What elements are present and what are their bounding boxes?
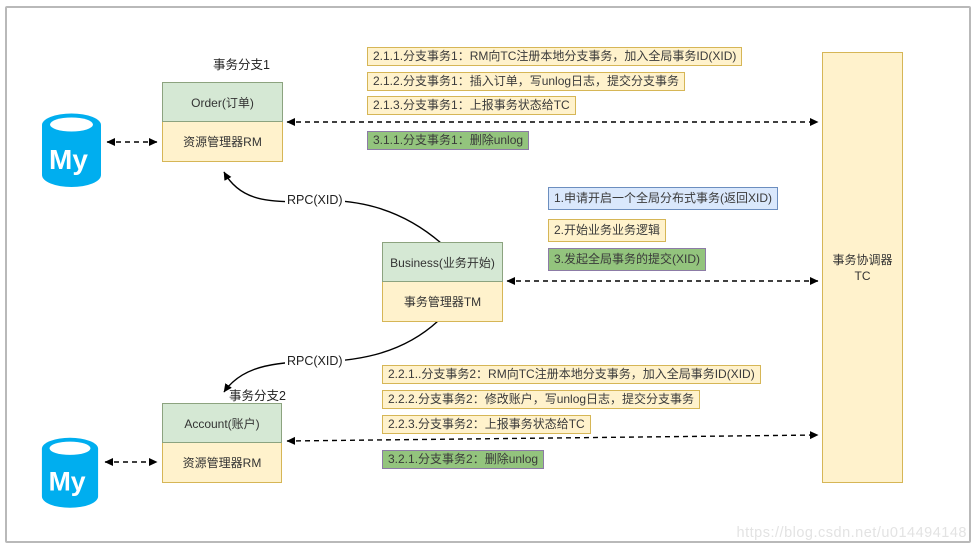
order-node-title: Order(订单) bbox=[162, 82, 283, 122]
note-global-step1: 1.申请开启一个全局分布式事务(返回XID) bbox=[548, 187, 779, 210]
mysql-database-icon: My bbox=[42, 113, 101, 187]
transaction-coordinator-node: 事务协调器 TC bbox=[822, 52, 903, 483]
account-service-node: Account(账户) 资源管理器RM bbox=[162, 403, 282, 483]
tc-title-line1: 事务协调器 bbox=[832, 252, 893, 267]
note-branch1-step1: 2.1.1.分支事务1：RM向TC注册本地分支事务，加入全局事务ID(XID) bbox=[367, 47, 743, 66]
order-node-rm: 资源管理器RM bbox=[162, 122, 283, 162]
note-global-step3: 3.发起全局事务的提交(XID) bbox=[548, 248, 707, 271]
branch2-label: 事务分支2 bbox=[229, 389, 286, 403]
branch1-label: 事务分支1 bbox=[213, 58, 270, 72]
mysql-logo-text: My bbox=[49, 144, 88, 175]
note-branch1-commit: 3.1.1.分支事务1：删除unlog bbox=[367, 131, 530, 150]
note-branch1-step3: 2.1.3.分支事务1：上报事务状态给TC bbox=[367, 96, 576, 115]
business-node-tm: 事务管理器TM bbox=[382, 282, 503, 322]
curve-rpc-business-to-order bbox=[223, 171, 442, 244]
tc-title-line2: TC bbox=[854, 268, 871, 283]
note-branch2-step1: 2.2.1..分支事务2：RM向TC注册本地分支事务，加入全局事务ID(XID) bbox=[382, 365, 761, 384]
note-branch2-commit: 3.2.1.分支事务2：删除unlog bbox=[382, 450, 545, 469]
account-node-title: Account(账户) bbox=[162, 403, 282, 443]
rpc-xid-label-top: RPC(XID) bbox=[285, 193, 345, 207]
mysql-logo-text: My bbox=[49, 467, 86, 497]
note-branch2-step2: 2.2.2.分支事务2：修改账户，写unlog日志，提交分支事务 bbox=[382, 390, 701, 409]
business-node-title: Business(业务开始) bbox=[382, 242, 503, 282]
arrow-account-tc bbox=[286, 431, 819, 445]
mysql-database-icon: My bbox=[41, 437, 99, 508]
order-service-node: Order(订单) 资源管理器RM bbox=[162, 82, 283, 162]
note-branch2-step3: 2.2.3.分支事务2：上报事务状态给TC bbox=[382, 415, 591, 434]
account-node-rm: 资源管理器RM bbox=[162, 443, 282, 483]
note-global-step2: 2.开始业务业务逻辑 bbox=[548, 219, 667, 242]
rpc-xid-label-bottom: RPC(XID) bbox=[285, 354, 345, 368]
csdn-watermark: https://blog.csdn.net/u014494148 bbox=[736, 525, 967, 541]
business-service-node: Business(业务开始) 事务管理器TM bbox=[382, 242, 503, 322]
note-branch1-step2: 2.1.2.分支事务1：插入订单，写unlog日志，提交分支事务 bbox=[367, 72, 686, 91]
